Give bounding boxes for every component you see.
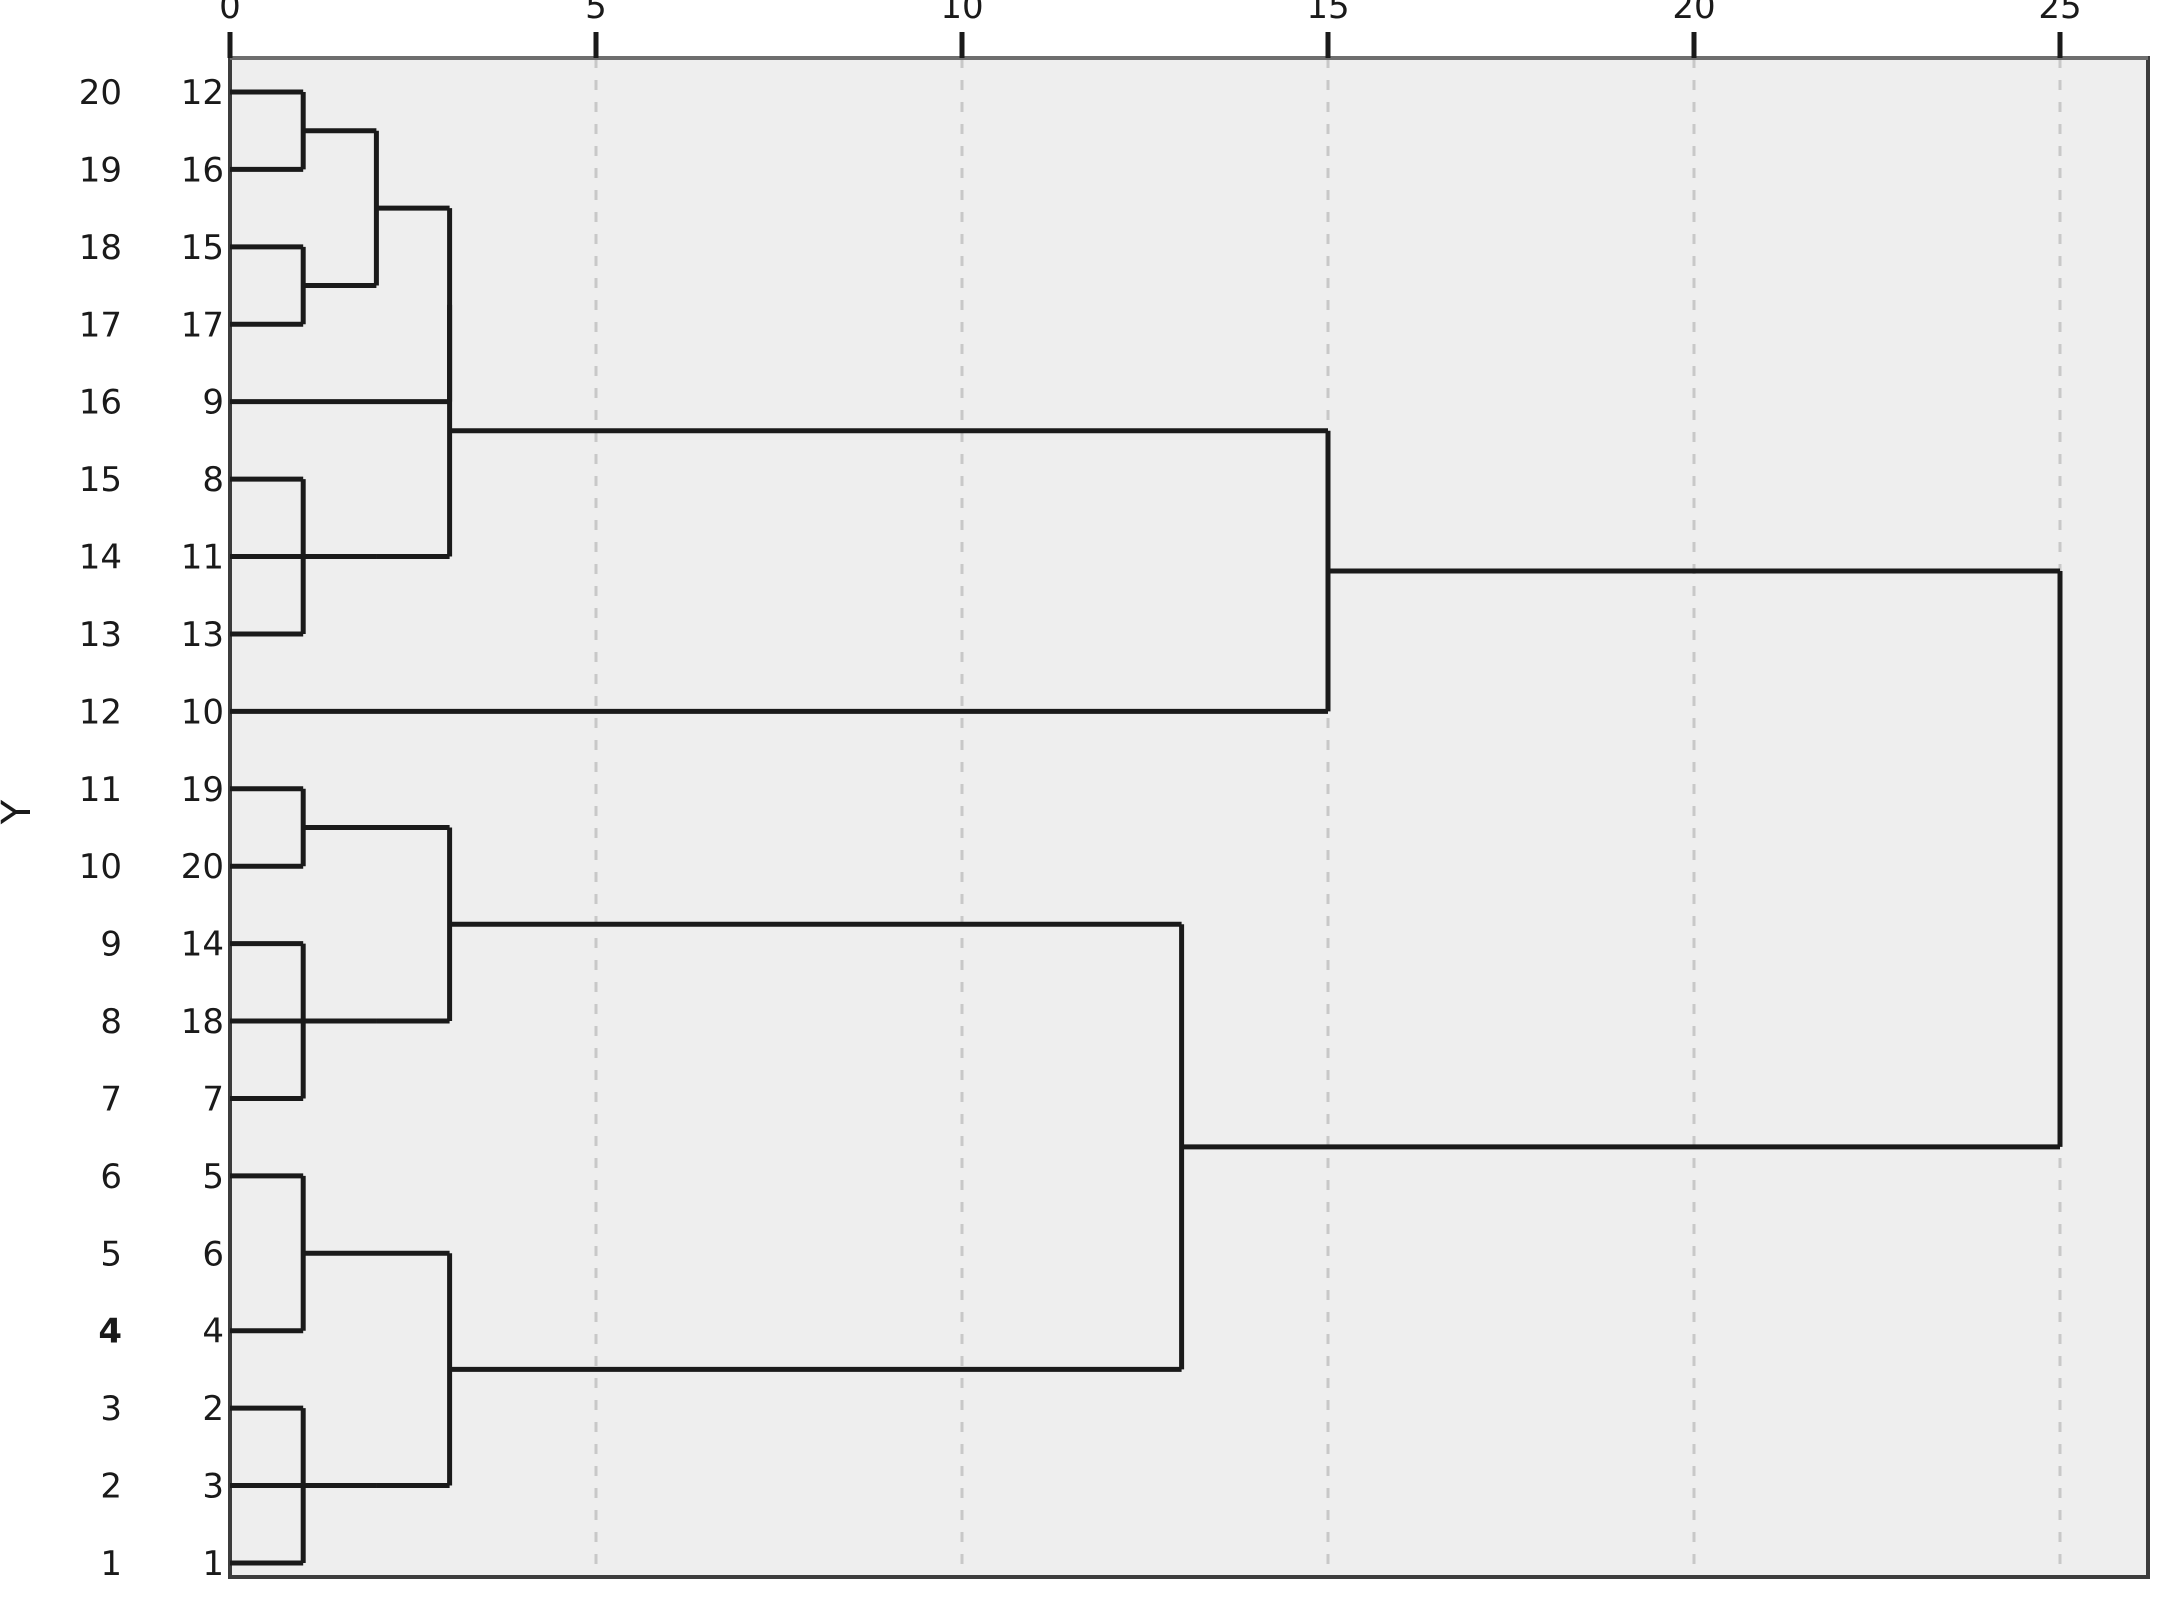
y-position-label-18: 18 xyxy=(79,228,122,268)
leaf-id-label-6: 6 xyxy=(202,1234,224,1274)
y-position-label-15: 15 xyxy=(79,460,122,500)
y-position-label-2: 2 xyxy=(100,1467,122,1507)
x-tick-label-0: 0 xyxy=(219,0,241,27)
leaf-id-label-7: 7 xyxy=(202,1079,224,1119)
y-position-label-14: 14 xyxy=(79,538,122,578)
y-position-label-4: 4 xyxy=(98,1312,122,1352)
x-tick-label-15: 15 xyxy=(1306,0,1349,27)
y-position-label-17: 17 xyxy=(79,305,122,345)
leaf-id-label-14: 14 xyxy=(181,925,224,965)
y-position-label-8: 8 xyxy=(100,1002,122,1042)
leaf-id-label-19: 19 xyxy=(181,770,224,810)
leaf-id-label-9: 9 xyxy=(202,383,224,423)
leaf-id-label-16: 16 xyxy=(181,150,224,190)
leaf-id-label-4: 4 xyxy=(202,1312,224,1352)
leaf-id-label-1: 1 xyxy=(202,1544,224,1584)
y-position-label-20: 20 xyxy=(79,73,122,113)
x-tick-label-20: 20 xyxy=(1672,0,1715,27)
leaf-id-label-12: 12 xyxy=(181,73,224,113)
y-position-label-16: 16 xyxy=(79,383,122,423)
leaf-id-label-20: 20 xyxy=(181,847,224,887)
leaf-id-label-5: 5 xyxy=(202,1157,224,1197)
leaf-id-label-15: 15 xyxy=(181,228,224,268)
y-position-label-6: 6 xyxy=(100,1157,122,1197)
y-position-label-19: 19 xyxy=(79,150,122,190)
y-axis-title: Y xyxy=(0,799,40,825)
plot-background xyxy=(230,58,2148,1577)
y-position-label-5: 5 xyxy=(100,1234,122,1274)
leaf-id-label-3: 3 xyxy=(202,1467,224,1507)
x-tick-label-5: 5 xyxy=(585,0,607,27)
leaf-id-label-8: 8 xyxy=(202,460,224,500)
leaf-id-label-11: 11 xyxy=(181,538,224,578)
y-position-label-9: 9 xyxy=(100,925,122,965)
y-position-label-3: 3 xyxy=(100,1389,122,1429)
y-position-label-13: 13 xyxy=(79,615,122,655)
y-position-label-12: 12 xyxy=(79,692,122,732)
x-tick-label-10: 10 xyxy=(940,0,983,27)
y-position-label-1: 1 xyxy=(100,1544,122,1584)
leaf-id-label-13: 13 xyxy=(181,615,224,655)
y-position-label-7: 7 xyxy=(100,1079,122,1119)
leaf-id-label-10: 10 xyxy=(181,692,224,732)
leaf-id-label-17: 17 xyxy=(181,305,224,345)
leaf-id-label-18: 18 xyxy=(181,1002,224,1042)
y-position-label-10: 10 xyxy=(79,847,122,887)
x-tick-label-25: 25 xyxy=(2038,0,2081,27)
leaf-id-label-2: 2 xyxy=(202,1389,224,1429)
y-position-label-11: 11 xyxy=(79,770,122,810)
